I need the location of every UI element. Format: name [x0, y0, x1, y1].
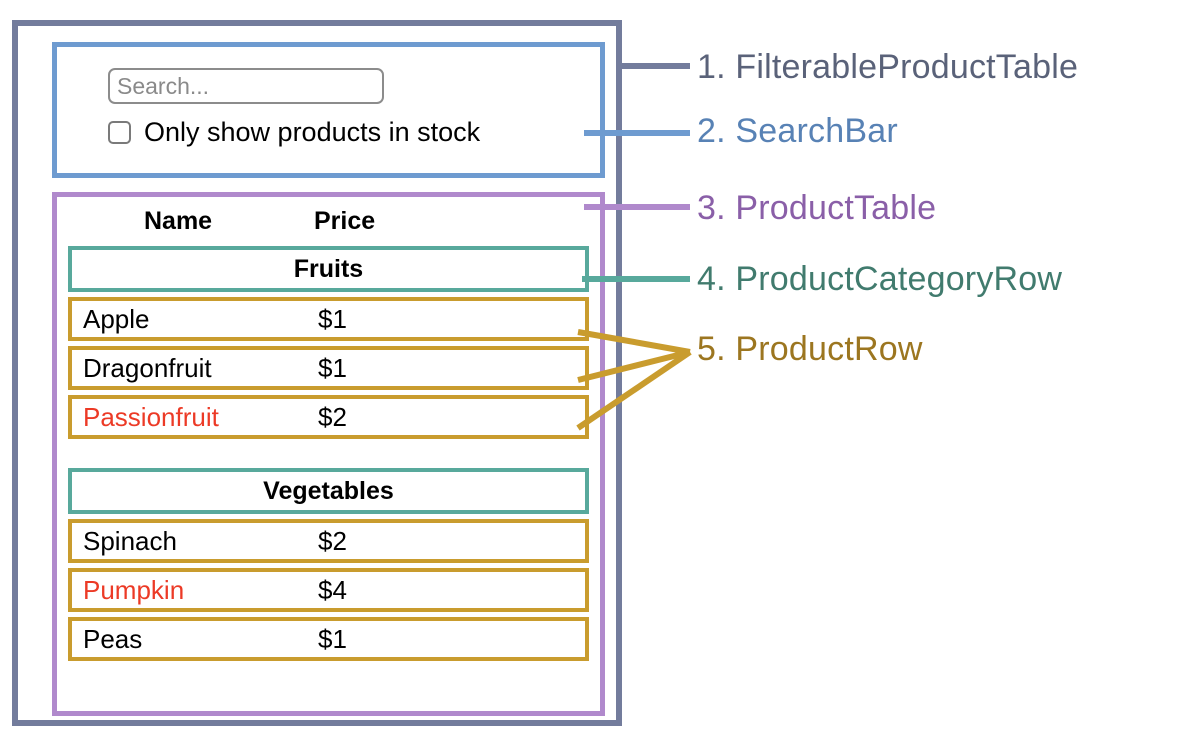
column-header-price: Price — [314, 207, 376, 235]
product-category-row: Vegetables — [68, 468, 589, 514]
legend-item-product-row: 5. ProductRow — [697, 330, 923, 368]
product-table-inner: Name Price Fruits Apple $1 Dragonfruit $… — [68, 197, 589, 711]
product-row: Apple $1 — [68, 297, 589, 341]
product-category-label: Vegetables — [263, 476, 394, 505]
legend-item-search-bar: 2. SearchBar — [697, 112, 898, 150]
filterable-product-table-frame: Only show products in stock Name Price F… — [12, 20, 622, 726]
product-price: $1 — [318, 352, 347, 383]
product-name: Spinach — [83, 525, 177, 556]
group-spacer — [68, 444, 589, 468]
product-name: Pumpkin — [83, 574, 185, 605]
table-header-row: Name Price — [68, 197, 589, 246]
product-row: Dragonfruit $1 — [68, 346, 589, 390]
product-price: $1 — [318, 303, 347, 334]
search-bar-frame: Only show products in stock — [52, 42, 605, 178]
product-name: Peas — [83, 623, 143, 654]
product-row: Pumpkin $4 — [68, 568, 589, 612]
stock-filter-row[interactable]: Only show products in stock — [108, 119, 480, 146]
product-table-frame: Name Price Fruits Apple $1 Dragonfruit $… — [52, 192, 605, 716]
legend-item-product-table: 3. ProductTable — [697, 189, 937, 227]
product-name: Dragonfruit — [83, 352, 212, 383]
product-row: Passionfruit $2 — [68, 395, 589, 439]
legend-item-filterable-product-table: 1. FilterableProductTable — [697, 48, 1079, 86]
product-price: $2 — [318, 525, 347, 556]
product-price: $1 — [318, 623, 347, 654]
product-category-label: Fruits — [293, 254, 364, 283]
product-price: $2 — [318, 401, 347, 432]
column-header-name: Name — [144, 207, 213, 235]
product-name: Passionfruit — [83, 401, 219, 432]
product-price: $4 — [318, 574, 347, 605]
product-row: Spinach $2 — [68, 519, 589, 563]
legend: 1. FilterableProductTable 2. SearchBar 3… — [697, 0, 1200, 744]
legend-item-product-category-row: 4. ProductCategoryRow — [697, 260, 1063, 298]
only-in-stock-checkbox[interactable] — [108, 121, 131, 144]
product-category-row: Fruits — [68, 246, 589, 292]
product-name: Apple — [83, 303, 150, 334]
product-row: Peas $1 — [68, 617, 589, 661]
only-in-stock-label: Only show products in stock — [144, 117, 481, 147]
search-input[interactable] — [108, 68, 384, 104]
